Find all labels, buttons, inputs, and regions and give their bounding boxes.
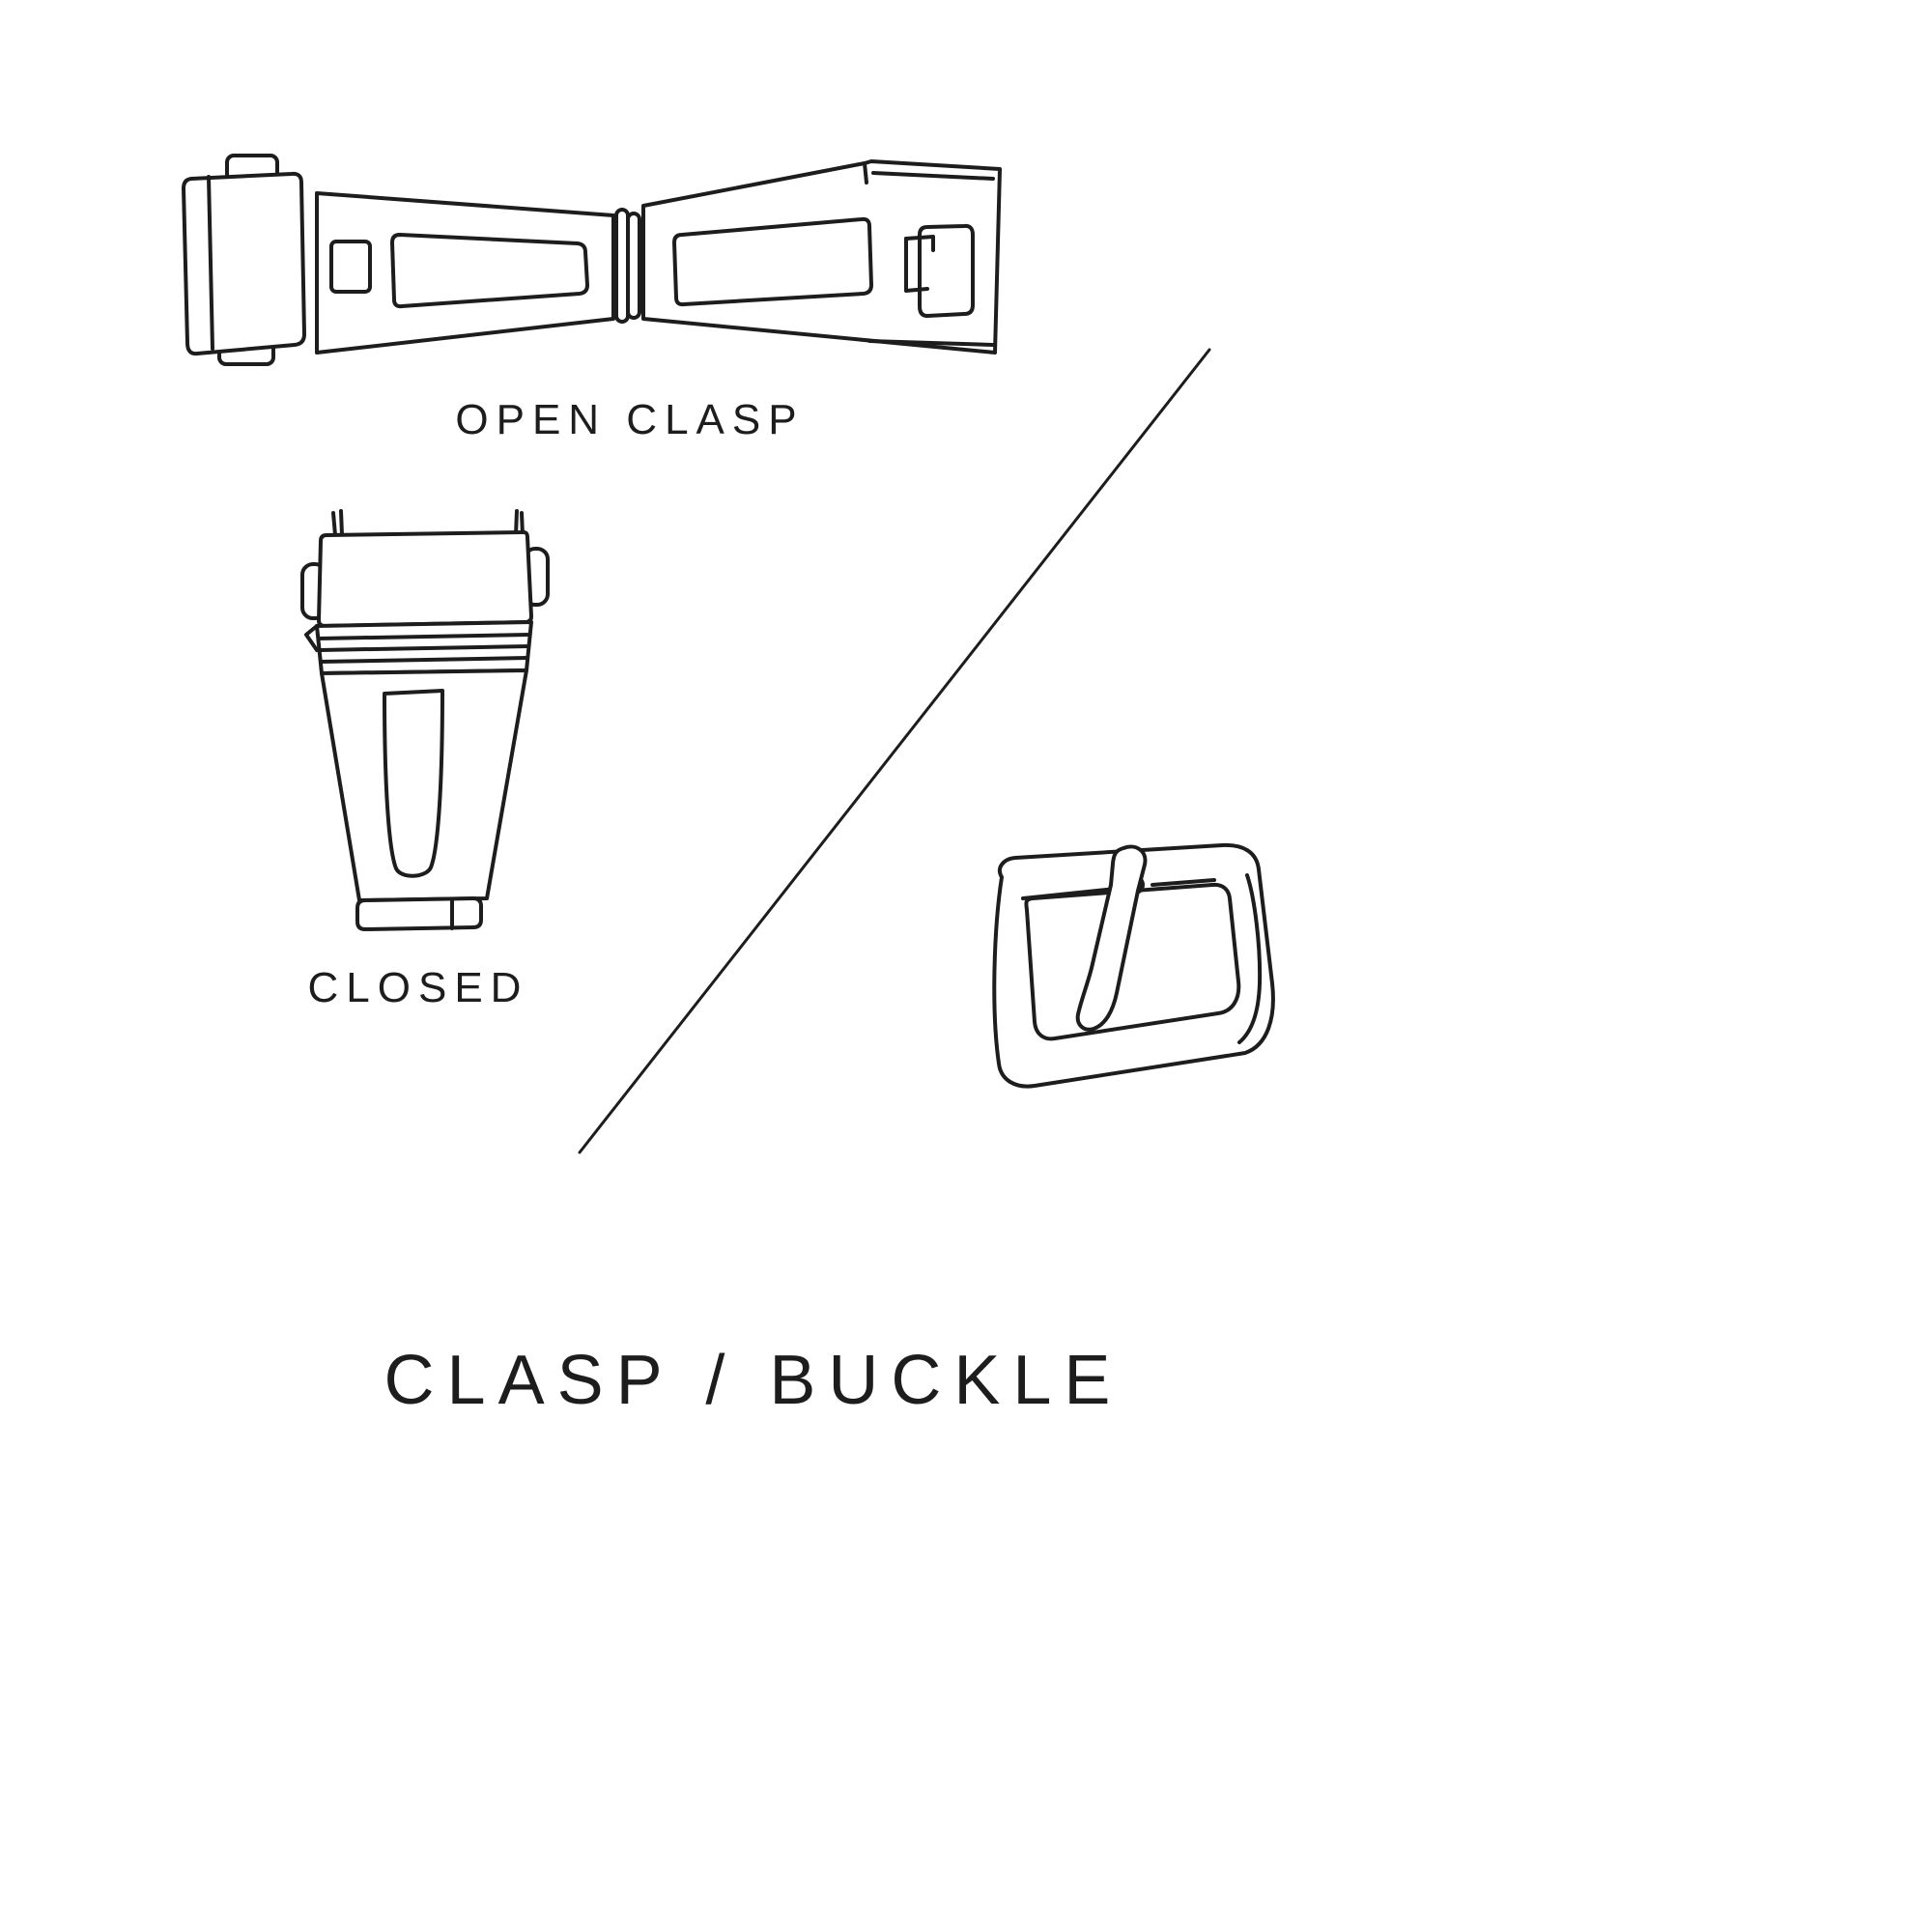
closed-clasp-illustration — [300, 509, 550, 931]
open-clasp-illustration — [182, 154, 1002, 366]
diagonal-divider-line — [578, 348, 1211, 1154]
closed-clasp-caption: CLOSED — [307, 964, 529, 1011]
page-title: CLASP / BUCKLE — [384, 1342, 1123, 1419]
open-clasp-caption: OPEN CLASP — [455, 396, 805, 443]
tang-buckle-illustration — [992, 842, 1275, 1089]
